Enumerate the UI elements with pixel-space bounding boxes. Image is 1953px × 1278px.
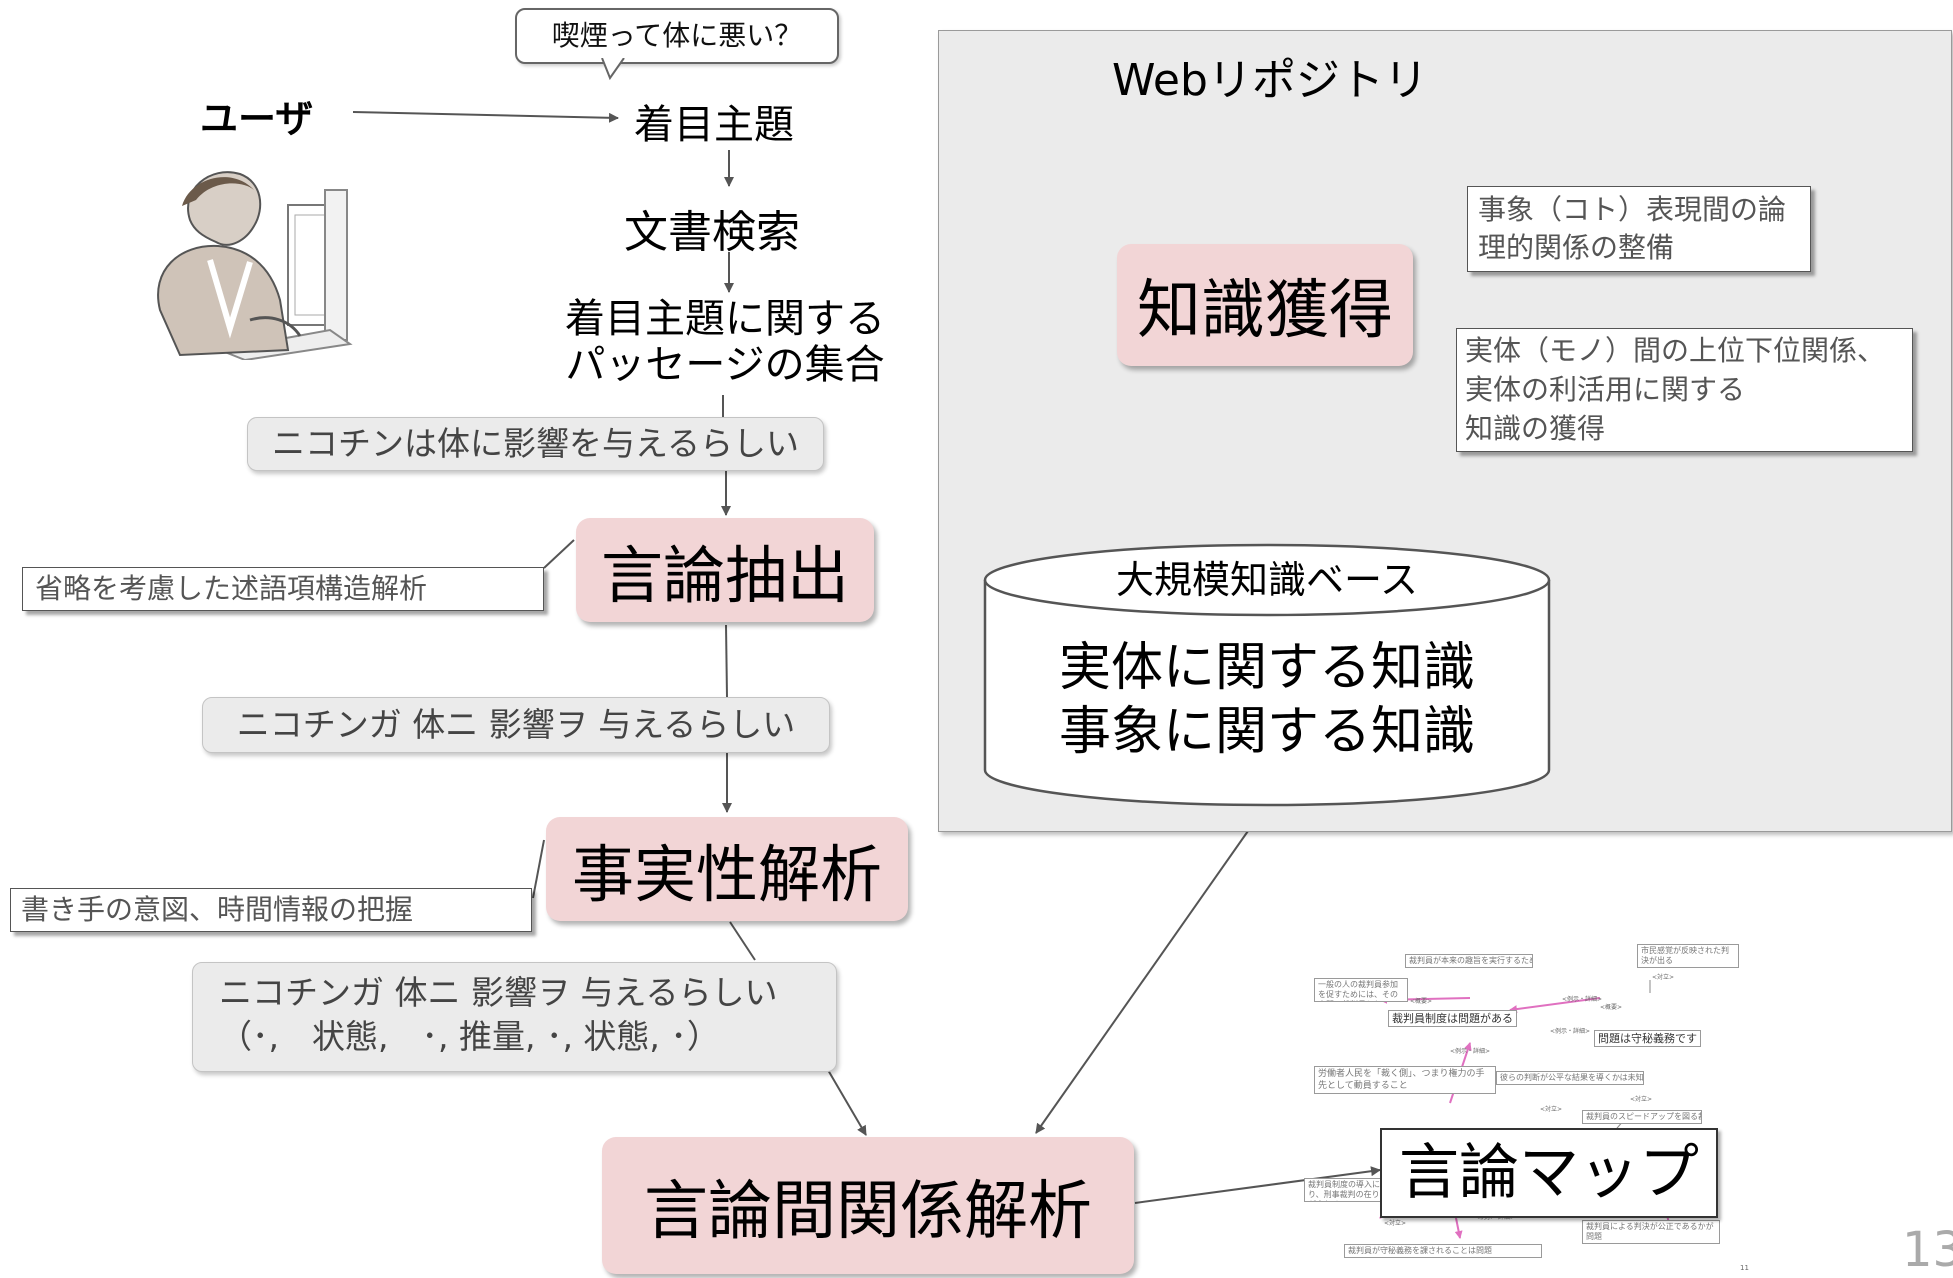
knowledge-acquisition-label: 知識獲得	[1137, 274, 1393, 348]
map-node: 市民感覚が反映された判決が出る	[1637, 944, 1739, 968]
map-page-number: 11	[1740, 1264, 1749, 1272]
map-node: 裁判員が本来の趣旨を実行するための関与は小中学生にも問題がある	[1405, 954, 1533, 968]
example-sentence-text: ニコチンは体に影響を与えるらしい	[271, 424, 799, 463]
example-factuality-line-2: （･, 状態, ･, 推量, ･, 状態, ･）	[219, 1017, 720, 1056]
argument-map-label-box: 言論マップ	[1380, 1128, 1718, 1218]
example-factuality-line-1: ニコチンガ 体ニ 影響ヲ 与えるらしい	[219, 973, 778, 1012]
relation-analysis-box: 言論間関係解析	[602, 1137, 1134, 1274]
kb-title: 大規模知識ベース	[1115, 558, 1419, 602]
map-node: 問題は守秘義務です	[1594, 1030, 1701, 1047]
speech-bubble-tail	[601, 58, 625, 81]
map-node: 一般の人の裁判員参加を促すためには、その人間の裁判員としての考え方を変える必要が…	[1314, 978, 1408, 1002]
factuality-note: 書き手の意図、時間情報の把握	[10, 888, 532, 932]
map-tag: <例示・詳細>	[1550, 1028, 1591, 1035]
event-note-line-2: 理的関係の整備	[1478, 231, 1675, 264]
arrow-user-to-topic	[352, 111, 619, 123]
arrow-relation-to-map	[1134, 1166, 1381, 1204]
map-node: 裁判員制度は問題がある	[1388, 1010, 1517, 1027]
entity-note: 実体（モノ）間の上位下位関係、 実体の利活用に関する 知識の獲得	[1456, 328, 1913, 452]
statement-extraction-label: 言論抽出	[600, 539, 849, 612]
predicate-note: 省略を考慮した述語項構造解析	[22, 567, 544, 611]
argument-map-label: 言論マップ	[1399, 1138, 1699, 1208]
example-pas-text: ニコチンガ 体ニ 影響ヲ 与えるらしい	[236, 705, 796, 744]
argument-map-thumbnail: 裁判員が本来の趣旨を実行するための関与は小中学生にも問題がある 一般の人の裁判員…	[1300, 938, 1760, 1274]
map-node: 彼らの判断が公平な結果を導くかは未知数である	[1496, 1071, 1644, 1085]
knowledge-acquisition-box: 知識獲得	[1117, 244, 1413, 366]
knowledge-base-cylinder	[983, 543, 1551, 807]
map-tag: <対立>	[1630, 1096, 1653, 1103]
line-factuality-down	[729, 921, 756, 961]
entity-note-line-3: 知識の獲得	[1465, 412, 1606, 445]
doc-search-label: 文書検索	[624, 207, 800, 258]
passages-label: 着目主題に関する パッセージの集合	[540, 296, 910, 388]
user-at-computer-icon	[157, 171, 353, 360]
factuality-analysis-label: 事実性解析	[571, 838, 882, 911]
event-note: 事象（コト）表現間の論 理的関係の整備	[1467, 186, 1811, 272]
map-node: 労働者人民を「裁く側」、つまり権力の手先として動員すること	[1314, 1066, 1496, 1094]
topic-label: 着目主題	[634, 102, 794, 148]
kb-line-1: 実体に関する知識	[1058, 638, 1475, 698]
callout-factuality	[532, 839, 545, 899]
passages-line-2: パッセージの集合	[565, 342, 885, 388]
example-sentence-box: ニコチンは体に影響を与えるらしい	[247, 417, 824, 471]
map-node: 裁判員のスピードアップを図る裁判員制度の一つの要素	[1582, 1110, 1702, 1124]
map-node: 裁判員が守秘義務を課されることは問題	[1344, 1244, 1542, 1258]
speech-bubble-text: 喫煙って体に悪い？	[551, 19, 803, 52]
event-note-line-1: 事象（コト）表現間の論	[1478, 193, 1787, 226]
page-number: 13	[1902, 1222, 1953, 1278]
factuality-analysis-box: 事実性解析	[546, 817, 908, 921]
map-tag: <対立>	[1540, 1106, 1563, 1113]
speech-bubble: 喫煙って体に悪い？	[515, 8, 839, 64]
arrow-to-relation	[827, 1069, 867, 1136]
map-tag: <例示・詳細>	[1450, 1048, 1491, 1055]
arrow-kb-to-relation	[1035, 830, 1249, 1134]
relation-analysis-label: 言論間関係解析	[644, 1174, 1092, 1249]
statement-extraction-box: 言論抽出	[576, 518, 874, 622]
map-tag: <対立>	[1384, 1220, 1407, 1227]
map-tag: <対立>	[1652, 974, 1675, 981]
example-factuality-box: ニコチンガ 体ニ 影響ヲ 与えるらしい （･, 状態, ･, 推量, ･, 状態…	[192, 962, 837, 1072]
example-pas-box: ニコチンガ 体ニ 影響ヲ 与えるらしい	[202, 697, 830, 753]
user-label: ユーザ	[200, 97, 314, 141]
map-tag: <概要>	[1600, 1004, 1623, 1011]
kb-line-2: 事象に関する知識	[1058, 702, 1475, 762]
map-tag: <概要>	[1410, 998, 1433, 1005]
factuality-note-text: 書き手の意図、時間情報の把握	[21, 893, 414, 926]
line-extraction-down	[725, 624, 728, 698]
web-repository-label: Webリポジトリ	[1112, 55, 1428, 106]
callout-predicate	[543, 539, 575, 569]
entity-note-line-2: 実体の利活用に関する	[1465, 373, 1746, 406]
map-node: 裁判員による判決が公正であるかが問題	[1582, 1220, 1720, 1244]
predicate-note-text: 省略を考慮した述語項構造解析	[35, 572, 428, 605]
passages-line-1: 着目主題に関する	[565, 296, 885, 342]
entity-note-line-1: 実体（モノ）間の上位下位関係、	[1465, 334, 1886, 367]
kb-content: 実体に関する知識 事象に関する知識	[982, 636, 1552, 764]
map-tag: <例示・詳細>	[1562, 996, 1603, 1003]
